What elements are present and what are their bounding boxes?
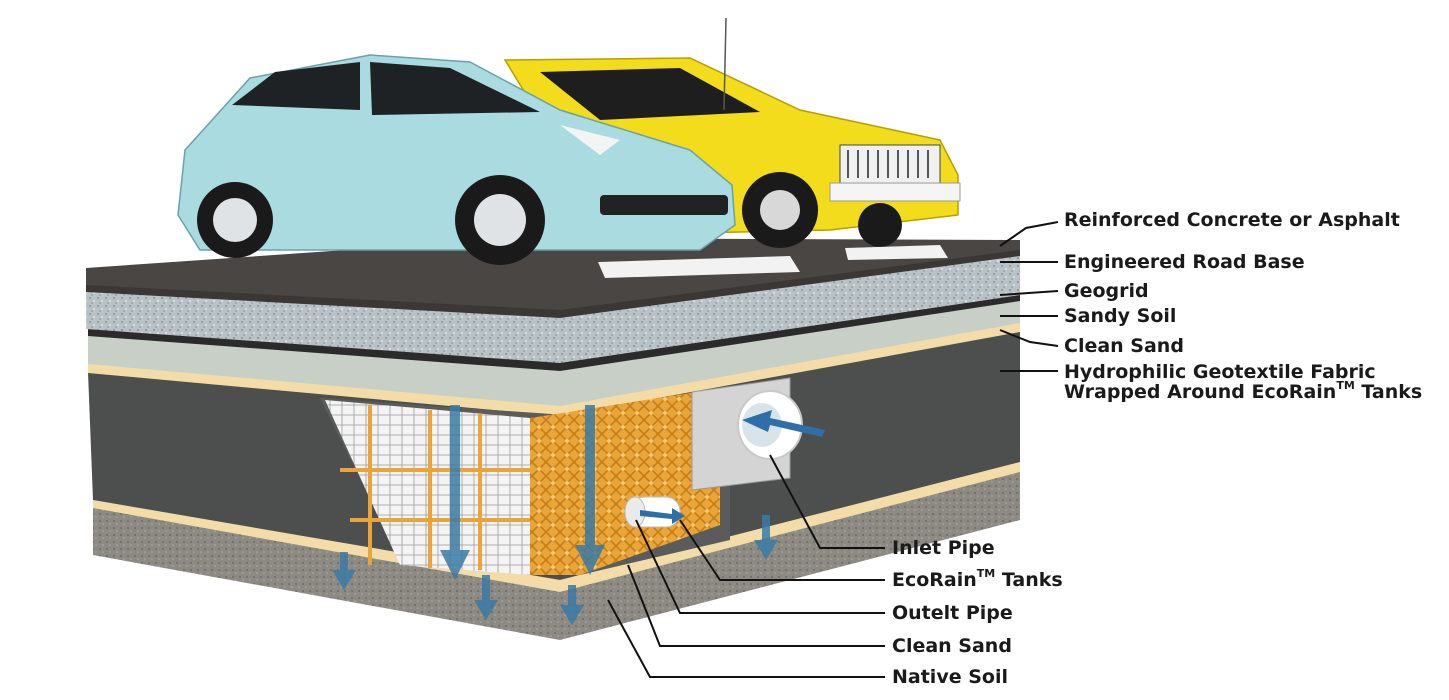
label-engineered-road-base: Engineered Road Base (1064, 251, 1305, 273)
label-clean-sand-bottom: Clean Sand (892, 635, 1012, 657)
engineered-road-base-layer (86, 250, 1020, 363)
geogrid-layer (88, 294, 1020, 371)
asphalt-edge (86, 250, 1020, 318)
leader-tanks (679, 519, 885, 581)
leader-concrete (999, 221, 1059, 247)
label-fabric-line1: Hydrophilic Geotextile Fabric (1064, 361, 1376, 383)
leader-native-soil (607, 599, 885, 678)
label-concrete-asphalt: Reinforced Concrete or Asphalt (1064, 209, 1400, 231)
label-ecorain-tanks: EcoRainTM Tanks (892, 566, 1063, 591)
parking-wheel-stops (598, 245, 948, 278)
outlet-pipe (624, 496, 685, 528)
label-inlet-pipe: Inlet Pipe (892, 537, 995, 559)
label-native-soil: Native Soil (892, 666, 1008, 688)
label-fabric-line2: Wrapped Around EcoRainTM Tanks (1064, 378, 1423, 403)
label-geogrid: Geogrid (1064, 280, 1149, 302)
clean-sand-top-layer (88, 322, 1020, 416)
tank-frame (340, 405, 530, 570)
label-sandy-soil: Sandy Soil (1064, 305, 1177, 327)
leader-outlet-pipe (635, 519, 885, 614)
leader-clean-sand (999, 329, 1059, 347)
native-soil-layer (93, 470, 1020, 640)
leader-lines (607, 221, 1059, 678)
inlet-pipe (737, 390, 825, 460)
ecorain-tank-lattice-face (530, 393, 720, 575)
sandy-soil-layer (88, 300, 1020, 406)
label-outlet-pipe: Outelt Pipe (892, 602, 1013, 624)
water-flow-arrows (332, 405, 778, 625)
leader-geogrid (999, 290, 1059, 296)
leader-inlet-pipe (769, 454, 885, 549)
label-geotextile-fabric: Hydrophilic Geotextile Fabric Wrapped Ar… (1064, 362, 1422, 402)
label-clean-sand-top: Clean Sand (1064, 335, 1184, 357)
blue-hybrid-car (177, 54, 736, 265)
leader-clean-sand-bottom (627, 564, 885, 647)
